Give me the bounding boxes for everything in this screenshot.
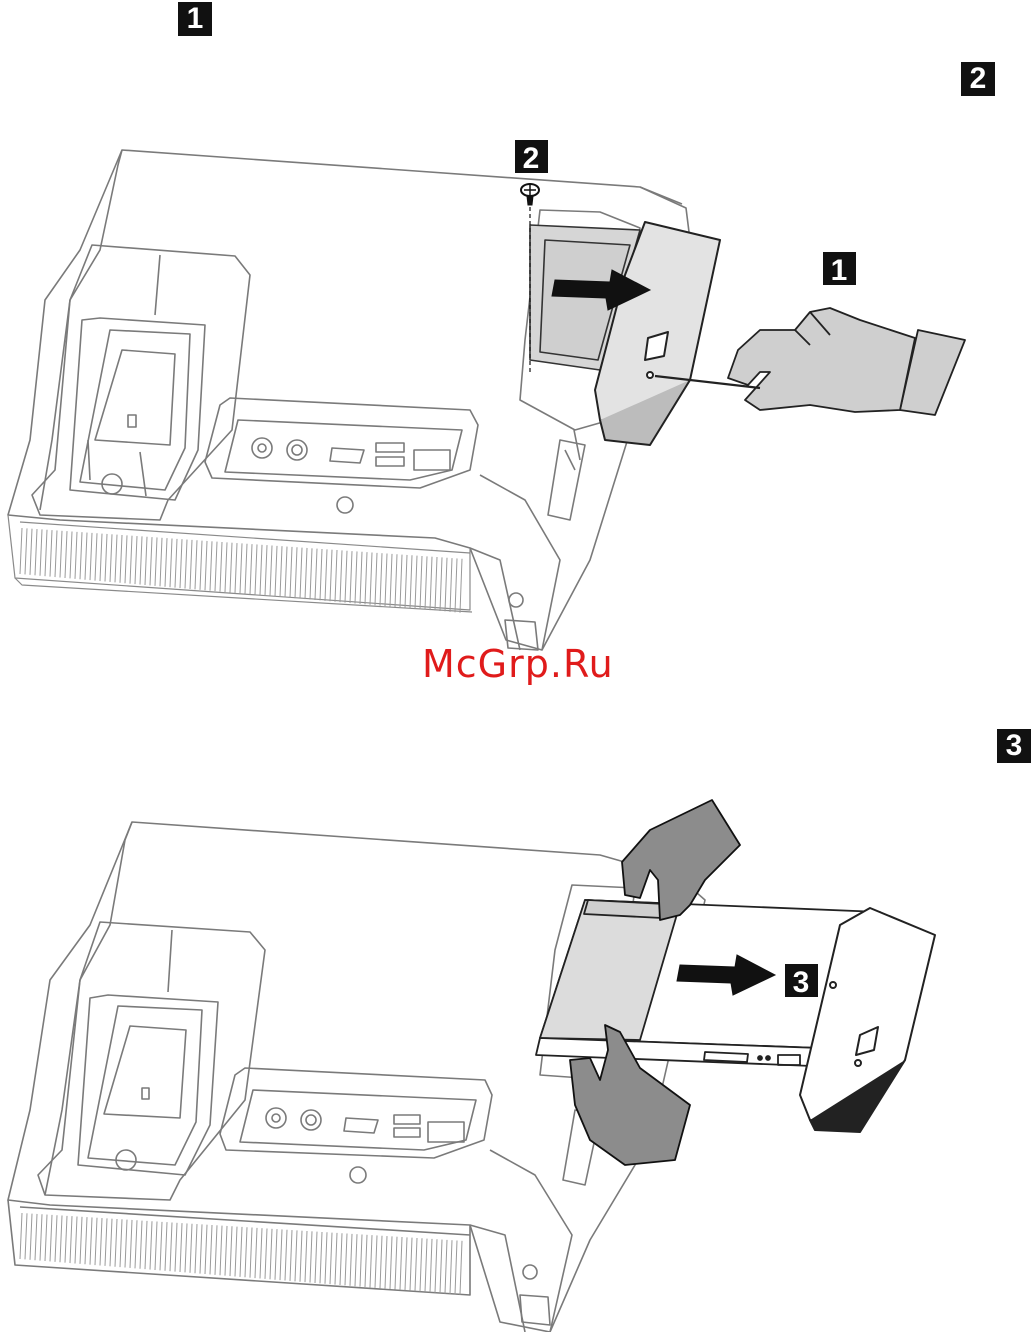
vent-slat	[160, 1222, 162, 1271]
vent-slat	[255, 1228, 257, 1278]
vent-slat	[200, 1224, 202, 1273]
vent-slat	[455, 1240, 457, 1294]
vent-slat	[165, 1222, 167, 1271]
vent-slat	[140, 1221, 142, 1269]
vent-slat	[260, 1228, 262, 1278]
vent-slat	[35, 1214, 37, 1260]
vent-slat	[335, 1233, 337, 1285]
vent-slat	[65, 1216, 67, 1263]
vent-slat	[345, 1234, 347, 1286]
vent-slat	[60, 1216, 62, 1263]
vent-slat	[280, 1229, 282, 1280]
vent-slat	[115, 1219, 117, 1267]
vent-slat	[170, 1222, 172, 1271]
vent-slat	[185, 1223, 187, 1272]
vent-slat	[285, 1230, 287, 1281]
vent-slat	[300, 1231, 302, 1282]
vent-slat	[50, 1215, 52, 1262]
vent-slat	[415, 1238, 417, 1291]
vent-slat	[100, 1218, 102, 1265]
vent-slat	[395, 1237, 397, 1290]
vent-slat	[445, 1240, 447, 1294]
vent-slat	[215, 1225, 217, 1275]
vent-slat	[240, 1227, 242, 1277]
vent-slat	[20, 1213, 22, 1259]
vent-slat	[245, 1227, 247, 1277]
vent-slat	[405, 1237, 407, 1290]
vent-slat	[440, 1240, 442, 1294]
vent-slat	[195, 1224, 197, 1273]
vent-slat	[375, 1235, 377, 1287]
vent-slat	[325, 1232, 327, 1284]
vent-slat	[265, 1228, 267, 1278]
vent-slat	[420, 1238, 422, 1291]
vent-slat	[110, 1219, 112, 1267]
vent-slat	[355, 1234, 357, 1286]
vent-slat	[205, 1225, 207, 1274]
vent-slat	[425, 1239, 427, 1292]
vent-slat	[410, 1238, 412, 1291]
vent-slat	[150, 1221, 152, 1269]
vent-slat	[390, 1236, 392, 1289]
vent-slat	[135, 1220, 137, 1268]
vent-slat	[95, 1218, 97, 1265]
vent-slat	[350, 1234, 352, 1286]
vent-slat	[235, 1227, 237, 1277]
vent-slat	[250, 1228, 252, 1278]
vent-slat	[85, 1217, 87, 1264]
vent-slat	[450, 1240, 452, 1294]
vent-slat	[155, 1222, 157, 1270]
vent-slat	[315, 1232, 317, 1283]
vent-slat	[130, 1220, 132, 1268]
vent-slat	[460, 1241, 462, 1295]
vent-slat	[80, 1217, 82, 1264]
vent-slat	[220, 1226, 222, 1276]
vent-slat	[320, 1232, 322, 1283]
vent-slat	[295, 1230, 297, 1281]
vent-slat	[30, 1214, 32, 1260]
vent-slat	[270, 1229, 272, 1280]
vent-slat	[90, 1217, 92, 1264]
vent-slat	[365, 1235, 367, 1287]
vent-slat	[25, 1213, 27, 1259]
vent-slat	[210, 1225, 212, 1274]
vent-slat	[310, 1231, 312, 1282]
vent-slat	[225, 1226, 227, 1276]
vent-slat	[175, 1223, 177, 1272]
vent-slat	[125, 1220, 127, 1268]
callout-drive: 3	[793, 966, 810, 999]
vent-slat	[360, 1234, 362, 1286]
vent-slat	[55, 1215, 57, 1262]
vent-slat	[105, 1218, 107, 1266]
vent-slat	[290, 1230, 292, 1281]
vent-slat	[340, 1233, 342, 1285]
vent-slat	[120, 1219, 122, 1267]
vent-slat	[430, 1239, 432, 1292]
vent-slat	[75, 1216, 77, 1263]
vent-slat	[145, 1221, 147, 1269]
vent-slat	[435, 1239, 437, 1292]
vent-slat	[400, 1237, 402, 1290]
vent-slat	[370, 1235, 372, 1287]
vent-slat	[275, 1229, 277, 1280]
vent-slat	[330, 1233, 332, 1285]
vent-slat	[70, 1216, 72, 1263]
vent-slat	[40, 1214, 42, 1260]
vent-slat	[230, 1226, 232, 1276]
vent-slat	[180, 1223, 182, 1272]
vent-slat	[385, 1236, 387, 1289]
vent-slat	[45, 1215, 47, 1261]
vent-slat	[380, 1236, 382, 1289]
vent-slat	[190, 1224, 192, 1273]
vent-slat	[305, 1231, 307, 1282]
